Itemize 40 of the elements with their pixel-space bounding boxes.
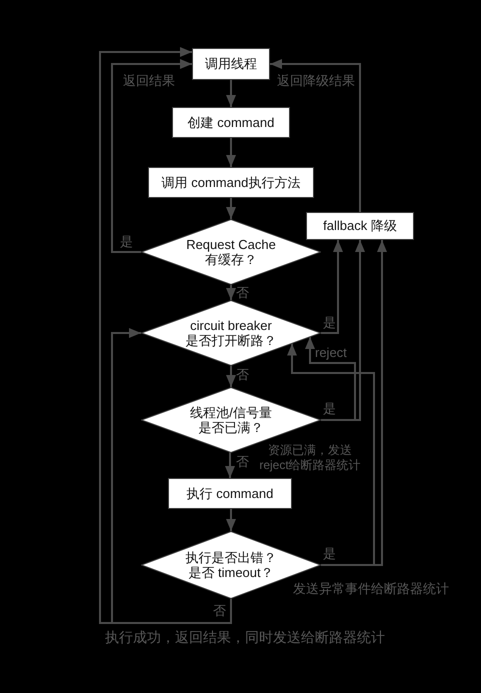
edge-label: 是 <box>323 546 336 561</box>
note-text: 发送异常事件给断路器统计 <box>293 581 449 596</box>
edge-label: 否 <box>236 285 249 300</box>
flow-arrow <box>287 344 375 566</box>
process-box: 执行 command <box>168 478 292 509</box>
flow-arrow <box>225 452 235 478</box>
flow-arrow <box>321 240 387 566</box>
process-box: 创建 command <box>172 107 290 138</box>
flow-arrow <box>226 138 236 167</box>
edge-label: 是 <box>323 401 336 416</box>
edge-label: 是 <box>323 315 336 330</box>
edge-label: 返回降级结果 <box>277 73 355 88</box>
note-text: 资源已满，发送 reject给断路器统计 <box>258 443 362 473</box>
edge-label: 是 <box>120 234 133 249</box>
flow-arrow <box>321 240 343 334</box>
edge-label: reject <box>315 345 347 360</box>
flow-arrow <box>270 59 361 212</box>
note-text: 返回结果 <box>123 73 175 88</box>
flow-arrow <box>226 508 236 531</box>
process-box: 调用线程 <box>192 48 270 80</box>
flow-arrow <box>111 59 192 253</box>
decision-diamond <box>141 219 321 285</box>
edge-label: 否 <box>213 603 226 618</box>
edge-label: 否 <box>236 454 249 469</box>
process-box: fallback 降级 <box>306 212 414 240</box>
note-text: 执行成功，返回结果，同时发送给断路器统计 <box>105 630 385 645</box>
condition-text: 线程池/信号量是否已满？ <box>189 405 273 435</box>
edge-label: 否 <box>236 367 249 382</box>
decision-diamond <box>141 531 321 599</box>
flow-arrow <box>321 240 365 421</box>
process-box: 调用 command执行方法 <box>148 167 314 198</box>
condition-text: circuit breaker 是否打开断路？ <box>184 318 278 348</box>
condition-text: Request Cache 有缓存？ <box>185 237 277 267</box>
flow-arrow <box>226 80 236 107</box>
condition-text: 执行是否出错？是否 timeout？ <box>184 550 278 580</box>
flow-arrow <box>111 328 232 624</box>
flow-arrow <box>305 337 356 421</box>
flow-arrow <box>226 366 236 387</box>
flow-arrow <box>226 285 236 300</box>
flow-arrow <box>226 198 236 219</box>
